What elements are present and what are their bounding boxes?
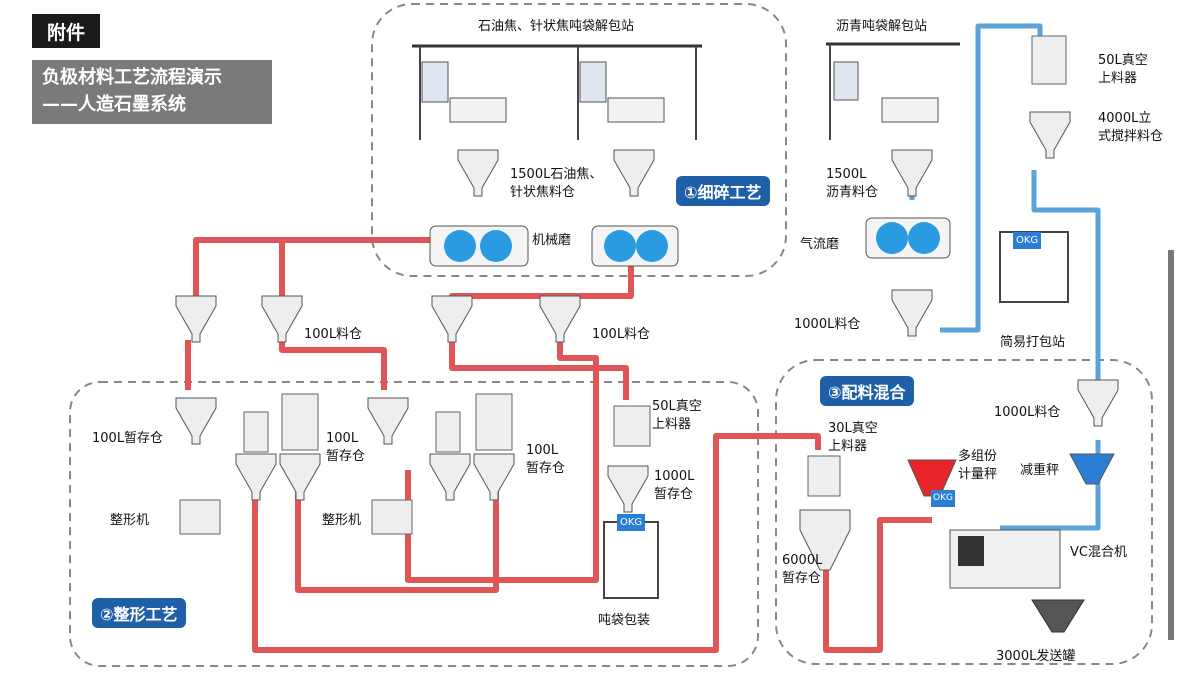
mixer4000-label-1: 4000L立 — [1098, 111, 1152, 126]
bin100-b-label: 100L料仓 — [592, 327, 651, 342]
multi-scale-label-1: 多组份 — [958, 449, 998, 464]
okg-badge-pack: OKG — [617, 514, 646, 531]
loss-in-weight-scale — [1069, 453, 1115, 485]
wall-structure — [1168, 250, 1174, 640]
page-title: 负极材料工艺流程演示 ——人造石墨系统 — [32, 60, 272, 124]
mech-mill-label: 机械磨 — [532, 233, 572, 248]
simple-pack-label: 简易打包站 — [1000, 335, 1066, 350]
coke-bin-label-2: 针状焦料仓 — [510, 185, 576, 200]
vac50-mid-label-1: 50L真空 — [652, 399, 702, 414]
mixer4000-label-2: 式搅拌料仓 — [1098, 129, 1164, 144]
vac50-mid-label-2: 上料器 — [652, 417, 692, 432]
temp100-left-label: 100L暂存仓 — [92, 431, 164, 446]
okg-badge-scale: OKG — [931, 490, 955, 507]
mechanical-mill — [429, 225, 679, 267]
multi-scale-label-2: 计量秤 — [958, 467, 998, 482]
vac30-label-2: 上料器 — [828, 439, 868, 454]
crushing-section-badge: ①细碎工艺 — [676, 176, 770, 206]
temp6000-label-1: 6000L — [782, 553, 823, 568]
temp100-mid-label-2: 暂存仓 — [326, 449, 366, 464]
pitch-unpack-station — [826, 42, 960, 337]
title-line-1: 负极材料工艺流程演示 — [42, 67, 222, 88]
send-tank — [1031, 599, 1085, 633]
attachment-tag: 附件 — [32, 14, 100, 48]
pitch-bin-label-2: 沥青料仓 — [826, 185, 879, 200]
send-tank-label: 3000L发送罐 — [996, 649, 1076, 664]
coke-station-label: 石油焦、针状焦吨袋解包站 — [478, 19, 635, 34]
temp100-mid-label-1: 100L — [326, 431, 359, 446]
temp100-right-label-1: 100L — [526, 443, 559, 458]
shaping-section-box — [69, 381, 759, 667]
vac30-label-1: 30L真空 — [828, 421, 878, 436]
bin-1000-b-label: 1000L料仓 — [994, 405, 1061, 420]
temp100-right-label-2: 暂存仓 — [526, 461, 566, 476]
vac50-top-label-1: 50L真空 — [1098, 53, 1148, 68]
temp1000-label-1: 1000L — [654, 469, 695, 484]
pitch-station-label: 沥青吨袋解包站 — [836, 19, 928, 34]
loss-scale-label: 减重秤 — [1020, 463, 1060, 478]
shaping-section-badge: ②整形工艺 — [92, 598, 186, 628]
crushing-section-box — [371, 3, 787, 277]
shaper-a-label: 整形机 — [110, 513, 150, 528]
blue-pipes — [909, 23, 1101, 531]
vertical-mixer — [999, 35, 1071, 303]
mixing-section-badge: ③配料混合 — [820, 376, 914, 406]
mixing-section-box — [775, 359, 1153, 665]
title-line-2: ——人造石墨系统 — [42, 94, 186, 115]
bin100-a-label: 100L料仓 — [304, 327, 363, 342]
pitch-bin-label-1: 1500L — [826, 167, 867, 182]
shaper-b-label: 整形机 — [322, 513, 362, 528]
vc-mixer-label: VC混合机 — [1070, 545, 1127, 560]
bin-1000-a-label: 1000L料仓 — [794, 317, 861, 332]
okg-badge-simple-pack: OKG — [1013, 232, 1042, 249]
coke-unpack-station — [412, 44, 702, 197]
temp6000-label-2: 暂存仓 — [782, 571, 822, 586]
air-mill-label: 气流磨 — [800, 237, 840, 252]
coke-bin-label-1: 1500L石油焦、 — [510, 167, 603, 182]
temp1000-label-2: 暂存仓 — [654, 487, 694, 502]
ton-pack-label: 吨袋包装 — [598, 613, 651, 628]
vac50-top-label-2: 上料器 — [1098, 71, 1138, 86]
